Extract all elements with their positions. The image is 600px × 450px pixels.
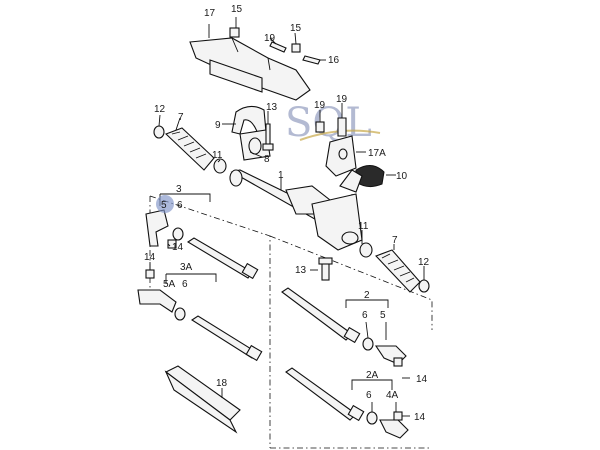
part-18-guard [164, 365, 241, 434]
callout-13-bottom: 13 [295, 265, 307, 276]
callout-11-left: 11 [212, 150, 223, 161]
callout-14-left: 14 [172, 242, 184, 253]
part-17A-bracket [325, 135, 357, 177]
part-9-clamp [231, 105, 267, 135]
callout-2A: 2A [366, 370, 379, 381]
logo-text: SQL [285, 100, 372, 146]
callout-12-left: 12 [154, 104, 166, 115]
callout-2: 2 [364, 290, 370, 301]
callout-6-right: 6 [362, 310, 368, 321]
callout-14-mid: 14 [144, 252, 156, 263]
callout-15-top: 15 [231, 4, 243, 15]
part-12-clip-left [153, 125, 165, 139]
callout-labels: 17 15 19 15 16 12 7 9 13 19 19 8 17A 11 … [144, 4, 430, 423]
callout-5-right: 5 [380, 310, 386, 321]
callout-9: 9 [215, 120, 221, 131]
part-3A-tie-rod-left-lower [137, 269, 263, 362]
callout-5A: 5A [163, 279, 176, 290]
callout-15-right: 15 [290, 23, 302, 34]
part-3-tie-rod-left [145, 209, 259, 280]
callout-5: 5 [161, 200, 167, 211]
callout-19-mid: 19 [314, 100, 326, 111]
callout-14-right: 14 [416, 374, 428, 385]
fasteners-top [229, 27, 321, 65]
callout-8: 8 [264, 154, 270, 165]
callout-3: 3 [176, 184, 182, 195]
callout-16: 16 [328, 55, 340, 66]
logo-watermark: SQL [285, 100, 381, 146]
callout-3A: 3A [180, 262, 193, 273]
callout-4A: 4A [386, 390, 399, 401]
part-13-bolt-bottom [318, 257, 333, 281]
part-2-tie-rod-right [281, 287, 407, 367]
part-2A-tie-rod-right-lower [285, 367, 409, 439]
part-19-bolts [315, 117, 347, 137]
part-11-ring-left [213, 158, 227, 174]
callout-10: 10 [396, 171, 408, 182]
callout-19-logo: 19 [336, 94, 348, 105]
callout-13-top: 13 [266, 102, 278, 113]
part-12-clip-right [418, 279, 430, 293]
callout-19-top: 19 [264, 33, 276, 44]
part-8-bushing [239, 129, 271, 161]
part-7-boot-right [375, 249, 421, 293]
callout-6-mid: 6 [182, 279, 188, 290]
part-17-bracket [189, 37, 311, 101]
callout-17A: 17A [368, 148, 386, 159]
callout-1: 1 [278, 170, 284, 181]
callout-7-right: 7 [392, 235, 398, 246]
leader-lines [149, 17, 425, 417]
selected-part-highlight [156, 195, 174, 213]
callout-12-right: 12 [418, 257, 430, 268]
callout-11-right: 11 [358, 221, 369, 232]
part-10-cover [355, 165, 385, 188]
callout-14-bottom: 14 [414, 412, 426, 423]
part-11-ring-right [359, 242, 373, 258]
callout-17: 17 [204, 8, 216, 19]
part-13-bolt-top [262, 123, 274, 151]
part-7-boot-left [164, 127, 215, 171]
callout-7-left: 7 [178, 112, 184, 123]
part-1-steering-rack [229, 169, 363, 251]
callout-6-bottom: 6 [366, 390, 372, 401]
callout-6-left: 6 [177, 200, 183, 211]
callout-18: 18 [216, 378, 228, 389]
